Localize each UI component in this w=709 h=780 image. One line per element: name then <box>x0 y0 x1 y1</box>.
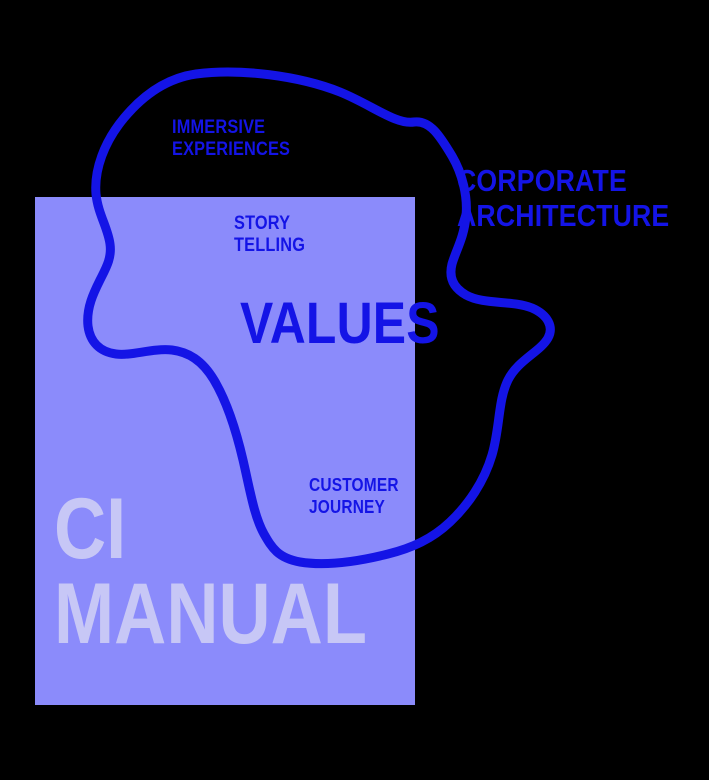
label-values: VALUES <box>240 291 440 356</box>
label-corporate-architecture: CORPORATE ARCHITECTURE <box>457 163 670 233</box>
label-customer-journey: CUSTOMER JOURNEY <box>309 475 399 517</box>
label-ci-manual: CI MANUAL <box>54 481 367 663</box>
label-immersive-experiences: IMMERSIVE EXPERIENCES <box>172 117 291 161</box>
label-story-telling: STORY TELLING <box>234 213 306 257</box>
